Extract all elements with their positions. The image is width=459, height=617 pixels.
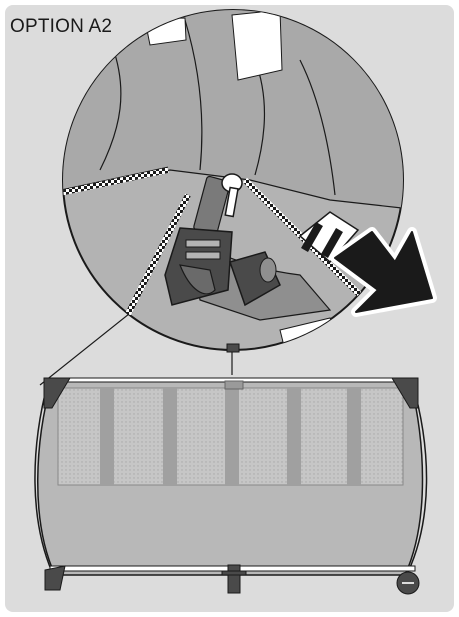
center-clip-icon bbox=[227, 344, 239, 352]
zoom-leader-line bbox=[40, 310, 134, 385]
playard-icon bbox=[35, 378, 427, 594]
